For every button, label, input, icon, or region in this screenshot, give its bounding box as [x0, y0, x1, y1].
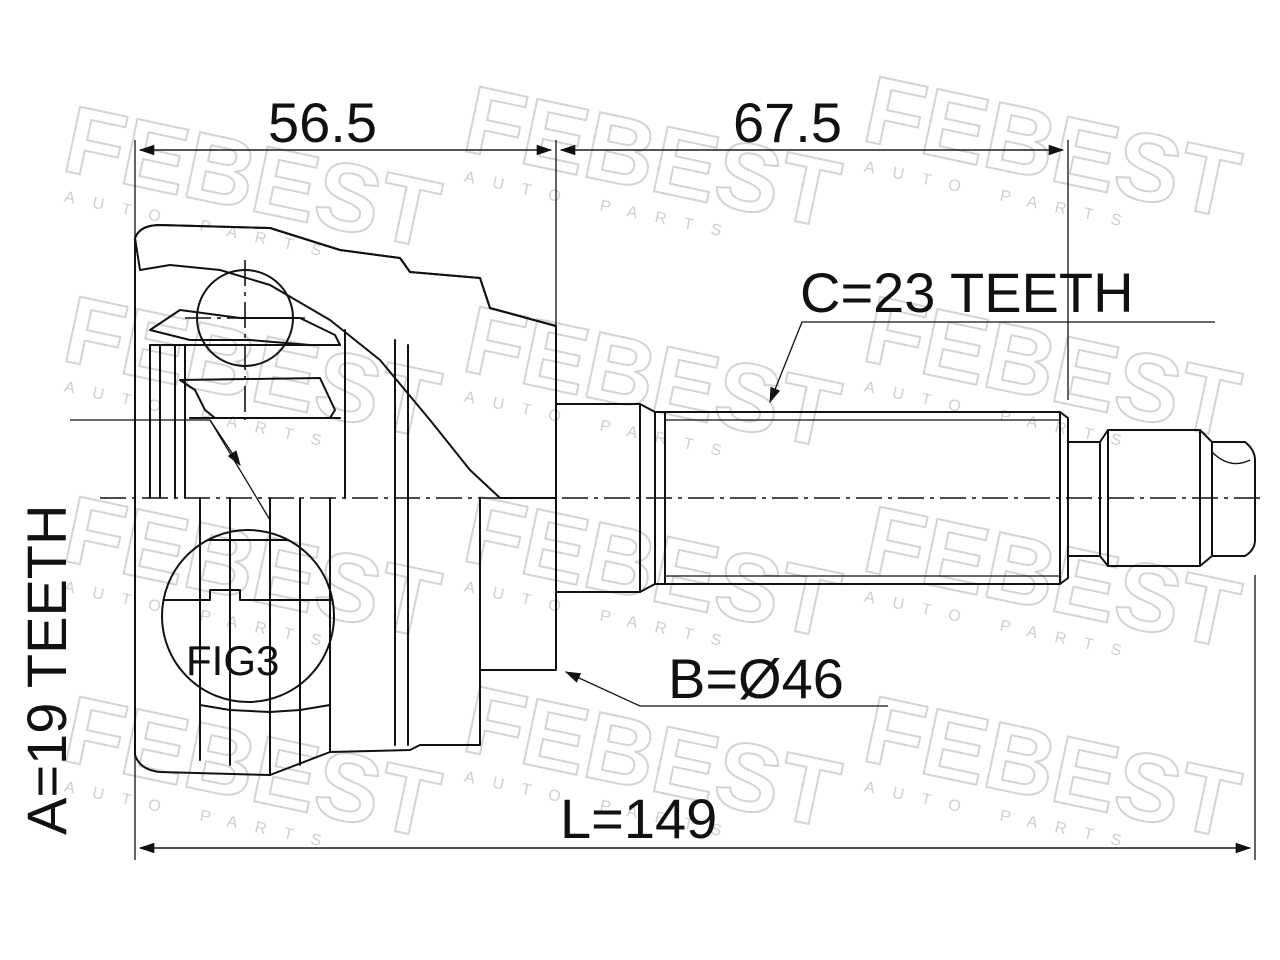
watermark-layer: FEBEST AUTO PARTS FEBEST AUTO PARTS FEBE… — [55, 55, 1250, 860]
stub-shaft — [555, 403, 1256, 593]
inner-race — [149, 260, 341, 499]
spline-c-teeth: C=23 TEETH — [800, 261, 1134, 324]
spline-a-teeth: A=19 TEETH — [15, 505, 78, 835]
total-length: L=149 — [560, 787, 717, 850]
leader-lines — [209, 321, 1215, 707]
fig3-detail: FIG3 — [161, 529, 335, 703]
fig3-label: FIG3 — [186, 637, 279, 684]
dimension-lines — [138, 144, 1252, 854]
dimension-outer-length: 67.5 — [733, 91, 842, 154]
diameter-b: B=Ø46 — [668, 647, 844, 710]
outer-housing — [134, 224, 557, 776]
dimension-inner-length: 56.5 — [268, 91, 377, 154]
